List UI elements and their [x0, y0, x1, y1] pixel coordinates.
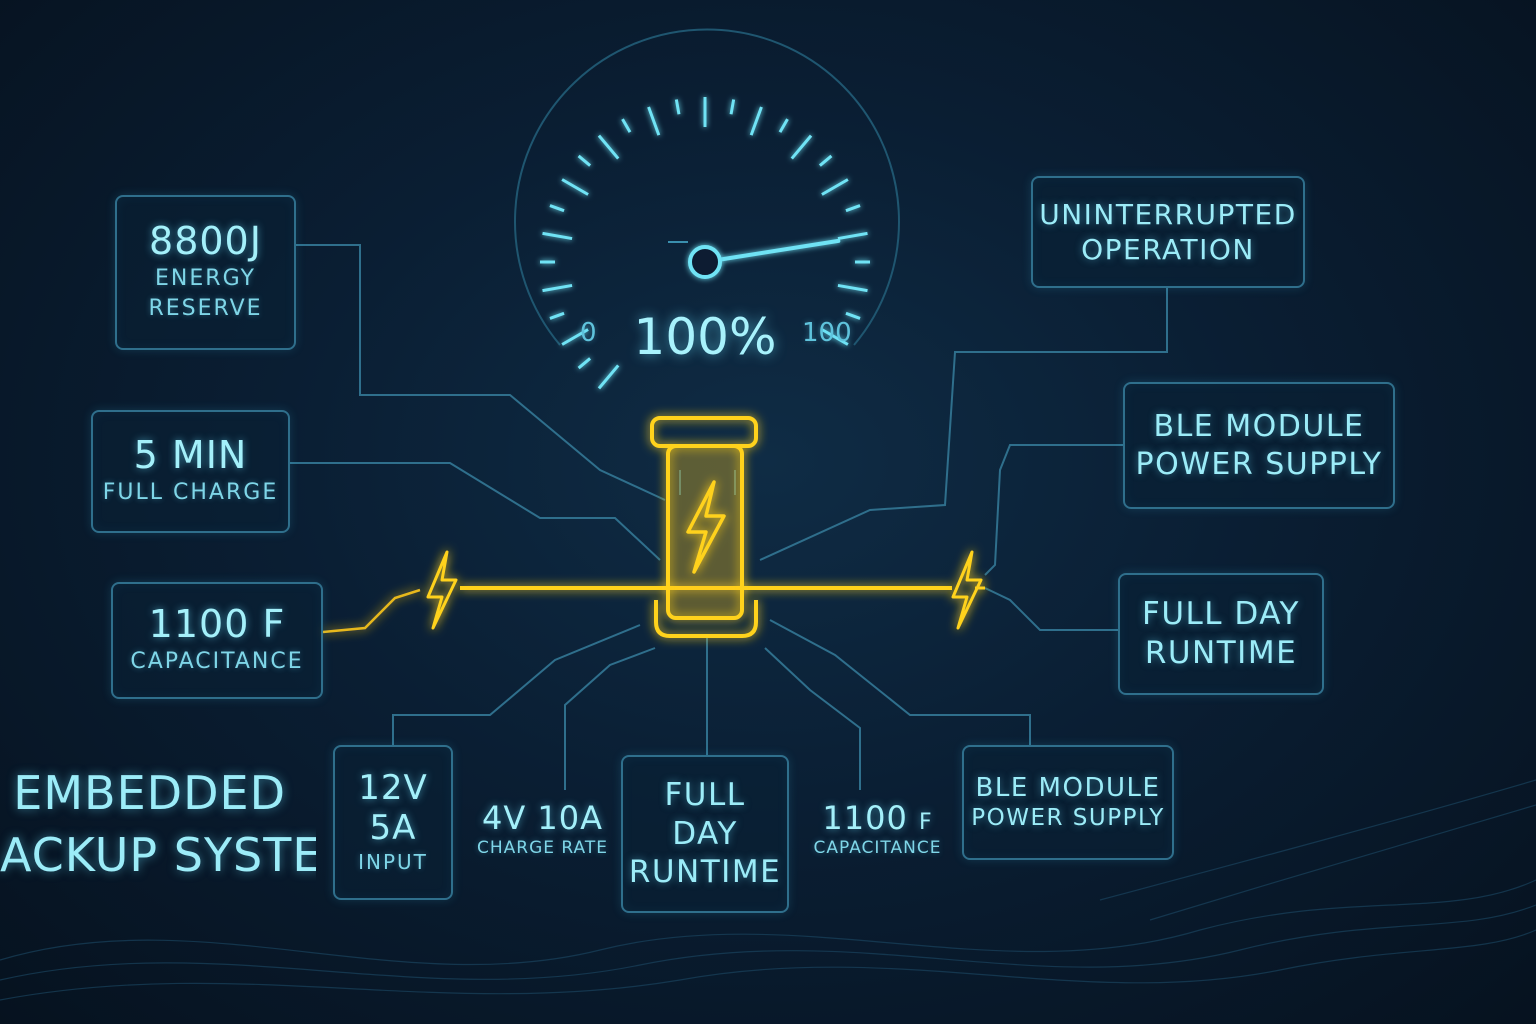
runtime-center-line-2: DAY — [672, 815, 738, 852]
gauge-tick — [790, 134, 813, 160]
gauge-tick — [845, 311, 861, 320]
charge-rate-value: 4V 10A — [481, 799, 604, 837]
gauge-min-label: 0 — [580, 318, 597, 348]
uninterrupted-line-2: OPERATION — [1081, 233, 1255, 266]
runtime-center-box: FULL DAY RUNTIME — [621, 755, 789, 913]
lightning-bolt-left-icon — [426, 550, 458, 630]
gauge-tick — [818, 154, 833, 167]
page-title: EMBEDDED ACKUP SYSTEM — [0, 762, 316, 886]
connector-charge — [290, 462, 661, 561]
connector-uninterrupted — [759, 288, 1168, 561]
title-line-1: EMBEDDED — [13, 766, 286, 820]
runtime-right-line-2: RUNTIME — [1144, 635, 1298, 671]
gauge-tick — [845, 204, 861, 213]
runtime-center-line-3: RUNTIME — [628, 854, 782, 891]
connector-input — [392, 624, 641, 745]
connector-cap-bottom — [764, 647, 861, 790]
gauge-tick — [597, 364, 620, 390]
runtime-right-box: FULL DAY RUNTIME — [1118, 573, 1324, 695]
lightning-bolt-right-icon — [951, 550, 983, 630]
gauge-tick — [542, 283, 573, 293]
gauge-tick — [561, 178, 589, 196]
input-box: 12V 5A INPUT — [333, 745, 453, 900]
gauge-tick — [577, 357, 592, 370]
connector-energy — [296, 244, 666, 501]
supercapacitor-icon — [650, 416, 758, 638]
full-charge-box: 5 MIN FULL CHARGE — [91, 410, 290, 533]
background-waves — [0, 779, 1536, 1001]
energy-label-1: ENERGY — [155, 265, 256, 291]
gauge-tick — [749, 106, 763, 136]
capacitance-left-box: 1100 F CAPACITANCE — [111, 582, 323, 699]
gauge-hub — [688, 245, 722, 279]
gauge-tick — [561, 328, 589, 346]
runtime-center-line-1: FULL — [664, 776, 746, 813]
gauge-tick — [647, 106, 661, 136]
capacitance-bottom-unit: F — [918, 810, 933, 835]
gauge-tick — [597, 134, 620, 160]
uninterrupted-box: UNINTERRUPTED OPERATION — [1031, 176, 1305, 288]
charge-time-label: FULL CHARGE — [102, 479, 279, 505]
charge-time-value: 5 MIN — [133, 433, 248, 478]
gauge-tick — [621, 118, 632, 133]
connector-ble-bottom — [769, 619, 1031, 745]
ble-bottom-line-2: POWER SUPPLY — [971, 805, 1165, 832]
gauge-tick — [549, 311, 565, 320]
gauge-tick — [674, 99, 681, 115]
gauge-tick — [837, 231, 868, 241]
gauge-tick — [778, 118, 789, 133]
connector-lines — [290, 244, 1168, 790]
gauge-tick — [577, 154, 592, 167]
gauge-max-label: 100 — [802, 318, 852, 348]
gauge-tick — [549, 204, 565, 213]
energy-label-2: RESERVE — [148, 296, 263, 322]
gauge-needle — [717, 238, 841, 262]
ble-right-box: BLE MODULE POWER SUPPLY — [1123, 382, 1395, 509]
gauge-tick — [821, 178, 849, 196]
input-voltage: 12V — [358, 768, 428, 809]
ble-right-line-2: POWER SUPPLY — [1135, 446, 1383, 482]
gauge-tick — [837, 283, 868, 293]
uninterrupted-line-1: UNINTERRUPTED — [1039, 198, 1297, 231]
input-current: 5A — [369, 807, 417, 848]
connector-rate — [564, 647, 656, 790]
charge-rate-label: CHARGE RATE — [477, 837, 608, 858]
capacitance-bottom-label: CAPACITANCE — [813, 837, 942, 858]
ble-bottom-box: BLE MODULE POWER SUPPLY — [962, 745, 1174, 860]
title-line-2: ACKUP SYSTEM — [0, 828, 316, 882]
ble-right-line-1: BLE MODULE — [1153, 409, 1365, 444]
gauge-tick — [542, 231, 573, 241]
charge-rate: 4V 10A CHARGE RATE — [470, 800, 615, 861]
gauge-tick — [821, 328, 849, 346]
capacitance-bottom: 1100 F CAPACITANCE — [805, 800, 950, 861]
ble-bottom-line-1: BLE MODULE — [975, 772, 1161, 803]
energy-value: 8800J — [149, 218, 262, 263]
energy-reserve-box: 8800J ENERGY RESERVE — [115, 195, 296, 350]
capacitance-left-value: 1100 F — [148, 602, 286, 647]
capacitance-left-label: CAPACITANCE — [130, 648, 304, 674]
connector-runtime-right — [984, 587, 1118, 631]
gauge-tick — [729, 99, 736, 115]
runtime-right-line-1: FULL DAY — [1142, 596, 1300, 633]
input-label: INPUT — [358, 849, 428, 874]
gauge-percent: 100% — [633, 308, 777, 366]
capacitance-bottom-value: 1100 — [822, 799, 908, 837]
gauge — [514, 28, 900, 390]
connector-ble-right — [984, 444, 1123, 576]
